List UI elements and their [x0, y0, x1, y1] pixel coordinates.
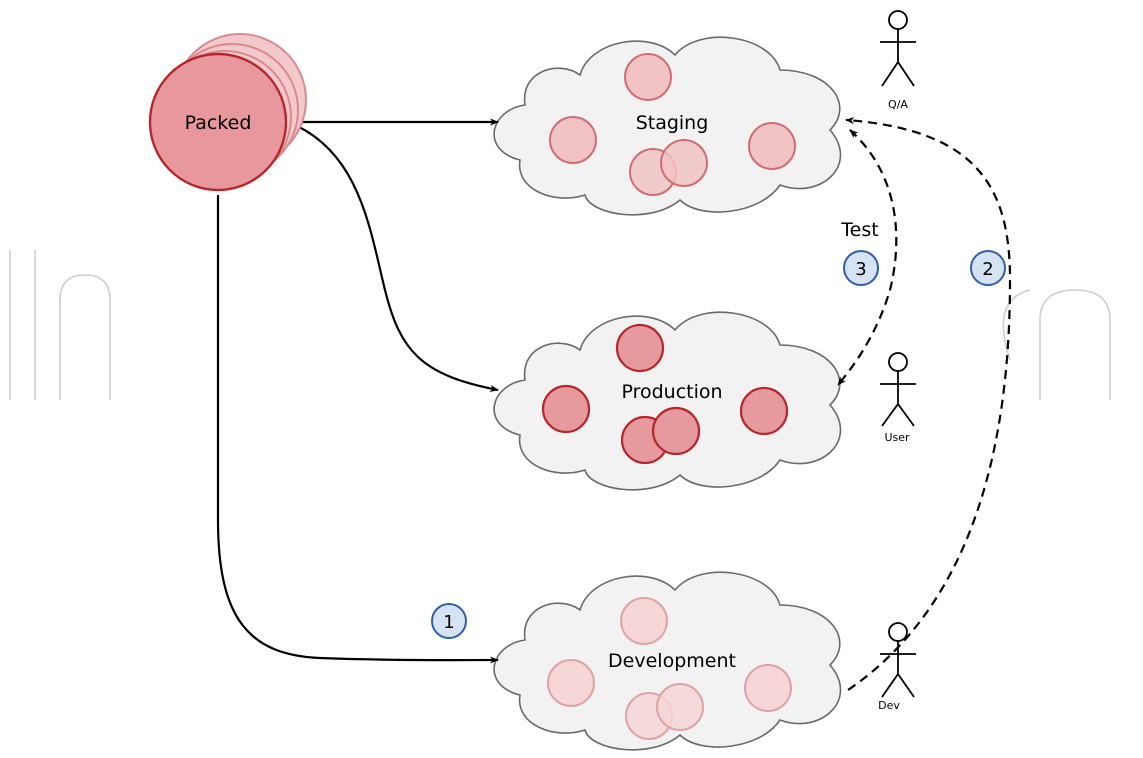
- production-node: [615, 323, 665, 373]
- production-cloud[interactable]: [493, 311, 842, 491]
- packed-node[interactable]: Packed: [148, 33, 307, 192]
- production-node: [651, 406, 701, 456]
- staging-node: [748, 122, 796, 170]
- staging-label: Staging: [636, 112, 709, 134]
- production-node: [541, 384, 591, 434]
- development-nodes: [547, 597, 792, 740]
- development-node: [656, 683, 704, 731]
- dev-actor-label: Dev: [878, 699, 900, 712]
- development-label: Development: [608, 650, 736, 672]
- packed-label: Packed: [185, 112, 252, 134]
- step-3-badge: 3: [843, 250, 879, 286]
- dev-actor-icon: Dev: [878, 622, 916, 712]
- staging-node: [624, 53, 672, 101]
- packed-to-production-arrow: [287, 120, 499, 393]
- watermark: [9, 250, 1111, 400]
- staging-cloud[interactable]: [493, 36, 842, 216]
- test-edge-label: Test: [840, 219, 878, 241]
- qa-actor-label: Q/A: [888, 98, 908, 111]
- step-3-label: 3: [855, 259, 866, 280]
- user-actor-label: User: [884, 431, 910, 444]
- step-2-label: 2: [982, 259, 993, 280]
- step-1-badge: 1: [431, 603, 467, 639]
- development-to-staging-arrow: [845, 117, 1012, 691]
- development-node: [620, 597, 668, 645]
- development-node: [744, 664, 792, 712]
- packed-to-development-arrow: [216, 195, 499, 664]
- step-1-label: 1: [443, 612, 454, 633]
- staging-node: [549, 116, 597, 164]
- development-node: [547, 659, 595, 707]
- production-nodes: [541, 323, 789, 465]
- user-actor-icon: User: [880, 352, 916, 444]
- staging-node: [660, 139, 708, 187]
- qa-actor-icon: Q/A: [880, 10, 916, 111]
- step-2-badge: 2: [970, 250, 1006, 286]
- staging-nodes: [549, 53, 796, 196]
- staging-to-production-test-arrow: [837, 129, 898, 386]
- production-node: [739, 386, 789, 436]
- production-label: Production: [621, 381, 722, 403]
